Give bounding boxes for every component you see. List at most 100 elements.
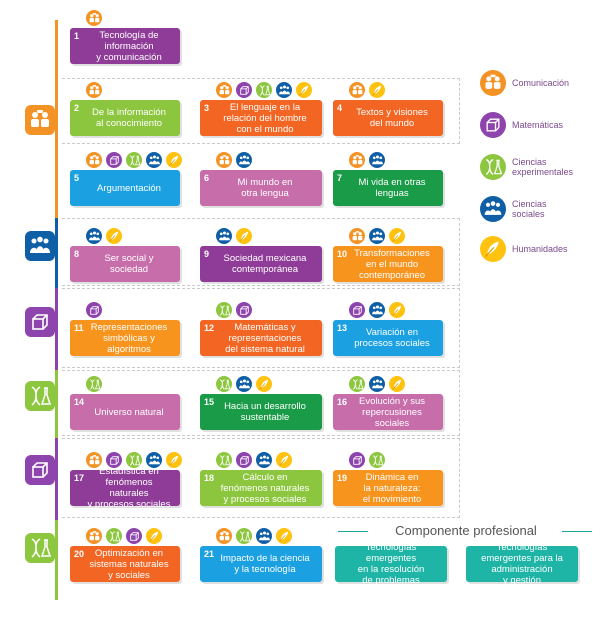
side-math-cube-icon <box>25 307 55 337</box>
math-cube-icon <box>89 305 99 315</box>
people-talking-icon <box>89 530 99 540</box>
people-group-icon <box>371 378 383 388</box>
people-talking-icon <box>219 530 229 540</box>
feather-icon <box>371 85 381 96</box>
timeline-segment <box>55 438 58 520</box>
people-group-icon <box>278 84 290 94</box>
feather-icon <box>168 455 178 466</box>
people-group-icon <box>148 454 160 464</box>
feather-icon <box>391 305 401 316</box>
card-title: El lenguaje en la relación del hombre co… <box>223 101 307 135</box>
badge-feather-icon <box>166 152 182 168</box>
section-band <box>62 78 460 144</box>
math-cube-icon <box>109 455 119 465</box>
people-talking-icon <box>89 454 99 464</box>
badge-math-cube-icon <box>236 302 252 318</box>
badge-feather-icon <box>236 228 252 244</box>
legend-badge <box>480 236 506 262</box>
feather-icon <box>168 155 178 166</box>
component-title: Componente profesional <box>395 523 537 538</box>
feather-icon <box>298 85 308 96</box>
dna-flask-icon <box>109 530 120 542</box>
side-people-group-icon <box>25 231 55 261</box>
side-dna-flask-icon <box>25 533 55 563</box>
badge-people-group-icon <box>236 152 252 168</box>
card-title: Optimización en sistemas naturales y soc… <box>89 547 169 581</box>
badge-feather-icon <box>369 82 385 98</box>
badge-people-group-icon <box>256 528 272 544</box>
legend-badge <box>480 196 506 222</box>
card-title: Sociedad mexicana contemporánea <box>223 253 307 275</box>
badge-math-cube-icon <box>349 302 365 318</box>
badge-math-cube-icon <box>86 302 102 318</box>
card-title: Estadística en fenómenos naturales y pro… <box>87 466 171 510</box>
card-number: 5 <box>74 173 80 183</box>
badge-feather-icon <box>296 82 312 98</box>
badge-people-group-icon <box>86 228 102 244</box>
feather-icon <box>278 455 288 466</box>
badge-people-talking-icon <box>216 528 232 544</box>
people-talking-icon <box>219 84 229 94</box>
card-title: Universo natural <box>94 406 164 418</box>
side-people-talking-icon <box>25 105 55 135</box>
people-group-icon <box>238 378 250 388</box>
legend-badge <box>480 70 506 96</box>
card-title: Argumentación <box>97 182 161 194</box>
course-card[interactable]: Tecnologías emergentes para la administr… <box>466 542 578 586</box>
people-group-icon <box>88 230 100 240</box>
card-number: 1 <box>74 31 80 41</box>
math-cube-icon <box>239 305 249 315</box>
dna-flask-icon <box>219 378 230 390</box>
card-number: 13 <box>337 323 348 333</box>
badge-feather-icon <box>256 376 272 392</box>
card-title: Dinámica en la naturaleza: el movimiento <box>362 471 422 505</box>
side-dna-flask-icon <box>25 381 55 411</box>
badge-people-talking-icon <box>86 10 102 26</box>
people-group-icon <box>484 201 502 215</box>
legend-item-experimentales: Ciencias experimentales <box>480 154 592 180</box>
badge-math-cube-icon <box>236 82 252 98</box>
component-line-right <box>562 531 592 532</box>
card-number: 6 <box>204 173 210 183</box>
badge-dna-flask-icon <box>256 82 272 98</box>
math-cube-icon <box>32 314 48 330</box>
badge-people-talking-icon <box>86 528 102 544</box>
side-math-cube-icon <box>25 455 55 485</box>
people-group-icon <box>148 154 160 164</box>
card-title: Impacto de la ciencia y la tecnología <box>220 553 310 575</box>
people-talking-icon <box>89 154 99 164</box>
legend-badge <box>480 154 506 180</box>
dna-flask-icon <box>239 530 250 542</box>
badge-feather-icon <box>276 452 292 468</box>
card-title: Mi vida en otras lenguas <box>358 177 426 199</box>
component-line-left <box>338 531 368 532</box>
card-number: 10 <box>337 249 348 259</box>
math-cube-icon <box>239 85 249 95</box>
feather-icon <box>278 531 288 542</box>
course-card[interactable]: Tecnologías emergentes en la resolución … <box>335 542 447 586</box>
badge-dna-flask-icon <box>106 528 122 544</box>
people-talking-icon <box>485 74 501 89</box>
badge-people-talking-icon <box>216 152 232 168</box>
